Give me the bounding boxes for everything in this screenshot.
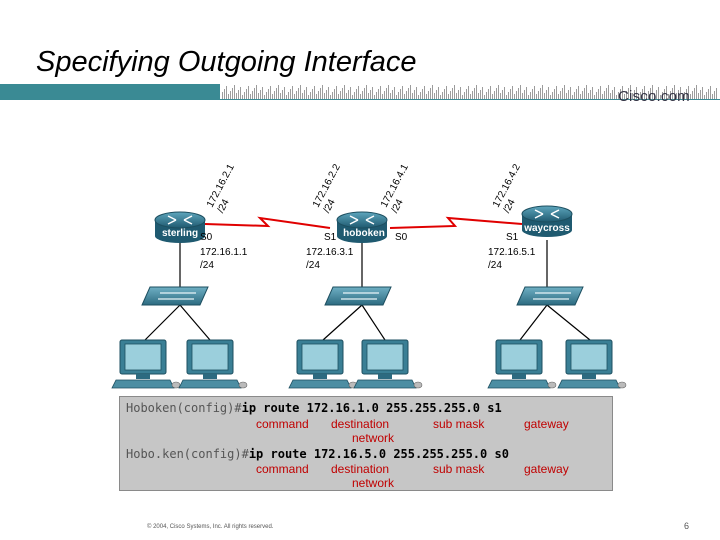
pc-sterling-1 <box>111 339 181 389</box>
slide-title: Specifying Outgoing Interface <box>36 46 417 78</box>
network-diagram: sterling hoboken waycross 172.16.2.1 /24… <box>111 162 627 389</box>
label-destination: destination <box>331 462 390 476</box>
command-prompt: Hobo.ken(config)# <box>126 447 249 461</box>
lan-mask-waycross: /24 <box>488 260 502 271</box>
lan-mask-hoboken: /24 <box>306 260 320 271</box>
pc-waycross-1 <box>487 339 557 389</box>
pc-waycross-2 <box>557 339 627 389</box>
iface-hoboken-s1: S1 <box>324 232 337 243</box>
switch-sterling <box>141 286 209 306</box>
iface-sterling-s0: S0 <box>200 232 213 243</box>
command-line-2: Hobo.ken(config)#ip route 172.16.5.0 255… <box>126 447 509 461</box>
command-text: ip route 172.16.5.0 255.255.255.0 s0 <box>248 447 509 461</box>
command-line-1: Hoboken(config)#ip route 172.16.1.0 255.… <box>126 401 502 415</box>
copyright-footer: © 2004, Cisco Systems, Inc. All rights r… <box>147 524 274 530</box>
pc-hoboken-1 <box>288 339 358 389</box>
label-gateway: gateway <box>524 462 569 476</box>
iface-waycross-s1: S1 <box>506 232 519 243</box>
command-text: ip route 172.16.1.0 255.255.255.0 s1 <box>241 401 502 415</box>
router-label-sterling: sterling <box>162 228 198 239</box>
label-command: command <box>256 417 309 431</box>
label-command: command <box>256 462 309 476</box>
lan-mask-sterling: /24 <box>200 260 214 271</box>
pc-hoboken-2 <box>353 339 423 389</box>
title-bar <box>0 84 720 100</box>
lan-ip-hoboken: 172.16.3.1 <box>306 247 354 258</box>
switch-waycross <box>516 286 584 306</box>
command-prompt: Hoboken(config)# <box>126 401 242 415</box>
lan-ip-waycross: 172.16.5.1 <box>488 247 536 258</box>
router-waycross: waycross <box>521 205 573 237</box>
label-submask: sub mask <box>433 417 485 431</box>
router-hoboken: hoboken <box>336 211 388 243</box>
switch-hoboken <box>324 286 392 306</box>
iface-hoboken-s0: S0 <box>395 232 408 243</box>
cisco-logo: Cisco.com <box>618 88 690 105</box>
router-label-waycross: waycross <box>523 223 570 234</box>
label-submask: sub mask <box>433 462 485 476</box>
page-number: 6 <box>684 521 690 531</box>
router-sterling: sterling <box>154 211 206 243</box>
label-destination: destination <box>331 417 390 431</box>
router-label-hoboken: hoboken <box>343 228 385 239</box>
label-network: network <box>352 431 395 445</box>
label-network: network <box>352 476 395 490</box>
command-panel: Hoboken(config)#ip route 172.16.1.0 255.… <box>119 396 613 491</box>
pc-sterling-2 <box>178 339 248 389</box>
lan-ip-sterling: 172.16.1.1 <box>200 247 248 258</box>
label-gateway: gateway <box>524 417 569 431</box>
